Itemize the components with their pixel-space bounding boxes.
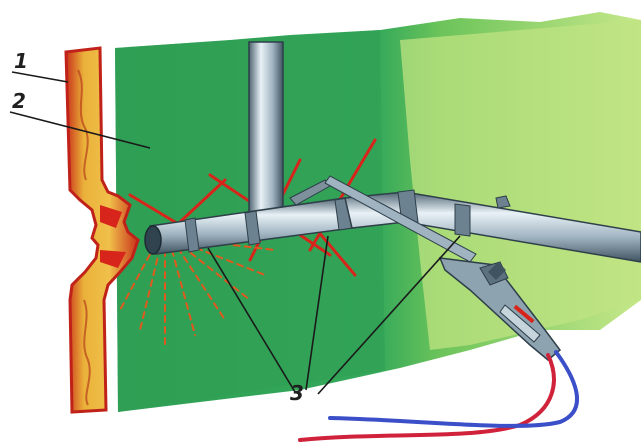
leader-lines [9, 71, 461, 395]
callout-1: 1 [14, 49, 28, 73]
horizontal-pipe [144, 197, 353, 255]
callout-3: 3 [290, 381, 304, 405]
gas-hose-icon [298, 350, 580, 442]
long-pipe [344, 189, 641, 263]
callout-2: 2 [12, 89, 26, 113]
welding-torch-icon [289, 175, 562, 361]
vertical-pipe [248, 41, 284, 223]
wooden-wall [64, 46, 140, 414]
